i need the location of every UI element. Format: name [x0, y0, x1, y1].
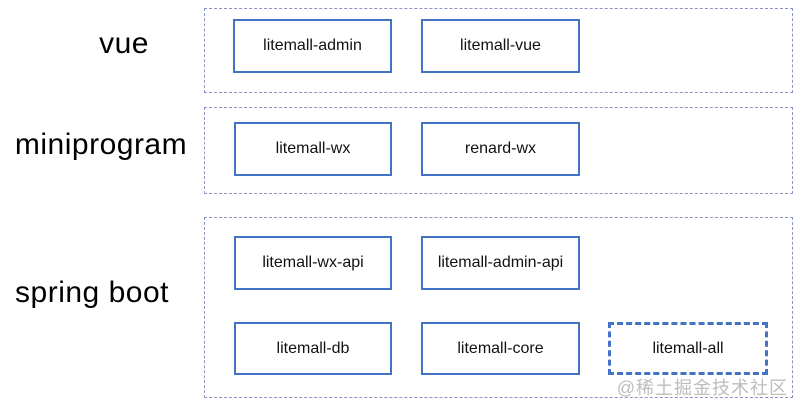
- module-box-litemall-wx: litemall-wx: [234, 122, 392, 176]
- module-box-litemall-all: litemall-all: [608, 322, 768, 375]
- module-box-litemall-admin: litemall-admin: [233, 19, 392, 73]
- group-container-vue: [204, 8, 793, 93]
- module-box-litemall-wx-api: litemall-wx-api: [234, 236, 392, 290]
- group-label-miniprogram: miniprogram: [14, 128, 188, 161]
- module-box-litemall-admin-api: litemall-admin-api: [421, 236, 580, 290]
- module-box-litemall-db: litemall-db: [234, 322, 392, 375]
- group-container-spring-boot: [204, 217, 793, 398]
- group-container-miniprogram: [204, 107, 793, 194]
- module-box-litemall-vue: litemall-vue: [421, 19, 580, 73]
- watermark: @稀土掘金技术社区: [616, 378, 788, 398]
- group-label-vue: vue: [99, 27, 149, 60]
- group-label-spring-boot: spring boot: [15, 276, 169, 309]
- module-box-renard-wx: renard-wx: [421, 122, 580, 176]
- module-box-litemall-core: litemall-core: [421, 322, 580, 375]
